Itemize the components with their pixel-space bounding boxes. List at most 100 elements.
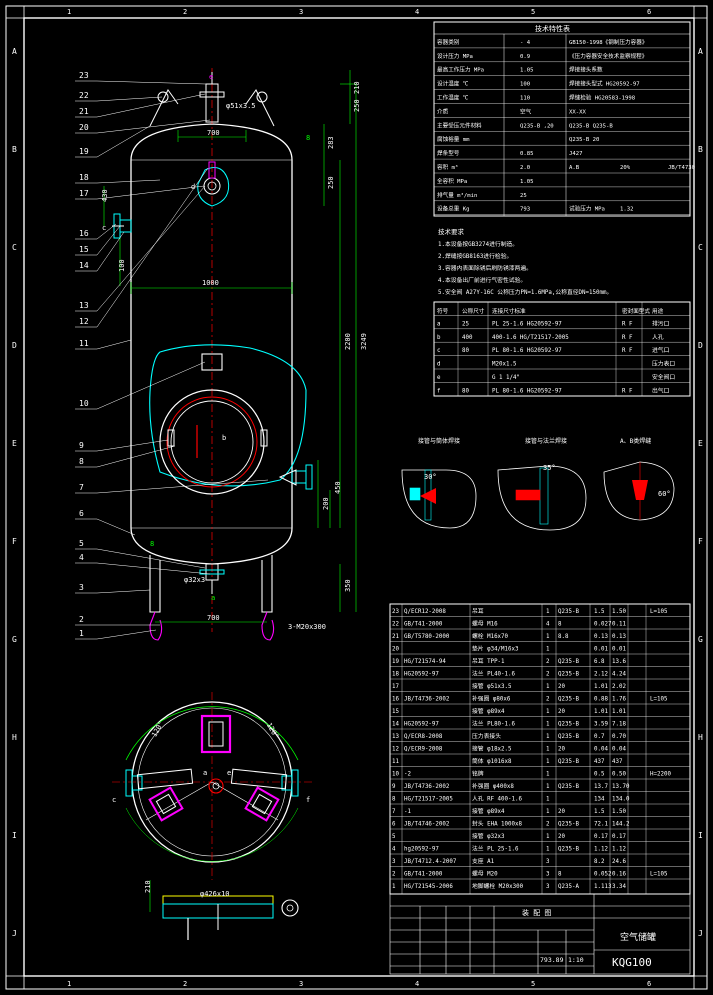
nozzle-header: 连接尺寸标准 [492, 307, 526, 315]
frame-row-F: F [12, 537, 17, 546]
svg-text:22: 22 [79, 91, 89, 100]
frame-row-D: D [12, 341, 17, 350]
leader-17: 17 [75, 185, 205, 200]
svg-text:9: 9 [79, 441, 84, 450]
parts-cell: 地脚螺栓 M20x300 [472, 882, 524, 890]
tech-note: 3.容器内表面除锈后刷防锈漆两遍。 [438, 264, 532, 272]
svg-text:21: 21 [79, 107, 89, 116]
tech-note: 2.焊缝按GB8163进行检验。 [438, 252, 512, 260]
parts-cell: 接管 φ89x4 [472, 807, 505, 815]
parts-cell: 0.5 [594, 772, 605, 778]
tech-cell: Q235-B 20 [569, 137, 599, 143]
parts-cell: 0.04 [612, 747, 626, 753]
parts-cell: 3.34 [612, 884, 626, 890]
parts-cell: 法兰 PL40-1.6 [472, 670, 516, 678]
parts-cell: 0.17 [594, 834, 608, 840]
parts-cell: 接管 φ89x4 [472, 707, 505, 715]
nozzle-cell: 80 [462, 388, 469, 394]
svg-text:2: 2 [79, 615, 84, 624]
parts-cell: 1.113 [594, 884, 612, 890]
top-dim-210: 210 [144, 880, 152, 893]
frame-column-bottom-3: 3 [299, 980, 303, 988]
leader-5: 5 [75, 539, 206, 569]
weld-callout-bottom: 8 [150, 540, 154, 548]
parts-cell: 1 [546, 784, 550, 790]
svg-text:3: 3 [79, 583, 84, 592]
parts-cell: Q235-B [558, 822, 579, 828]
frame-row-right-F: F [698, 537, 703, 546]
parts-cell: -1 [404, 809, 411, 815]
tech-cell: 工作温度 ℃ [437, 94, 469, 102]
parts-cell: Q235-B [558, 659, 579, 665]
svg-text:23: 23 [79, 71, 89, 80]
nozzle-cell: 80 [462, 348, 469, 354]
parts-cell: 0.13 [594, 634, 608, 640]
top-dim-pipe: φ426x10 [200, 890, 230, 898]
drawing-code: KQG100 [612, 956, 652, 969]
parts-cell: 16 [392, 697, 399, 703]
nozzle-cell: R F [622, 348, 633, 354]
parts-cell: GB/T41-2000 [404, 622, 443, 628]
tech-note: 5.安全阀 A27Y-16C 公称压力PN=1.6MPa,公称直径DN=150m… [438, 288, 612, 296]
tech-cell: Q235-B Q235-B [569, 123, 613, 129]
tech-cell: 设计压力 MPa [437, 52, 473, 60]
svg-text:10: 10 [79, 399, 89, 408]
frame-column-bottom-5: 5 [531, 980, 535, 988]
parts-cell: 吊耳 [472, 608, 484, 615]
frame-column-5: 5 [531, 8, 535, 16]
parts-cell: 补强圈 φ400x8 [472, 782, 514, 790]
support-span-label: 700 [207, 614, 220, 622]
parts-cell: 2.12 [594, 672, 608, 678]
parts-cell: 6.8 [594, 659, 605, 665]
parts-cell: 20 [558, 747, 565, 753]
scale: 1:10 [568, 956, 584, 964]
tech-cell: 排气量 m³/min [437, 191, 477, 199]
parts-cell: 0.16 [612, 872, 626, 878]
svg-text:12: 12 [79, 317, 89, 326]
parts-cell: 5 [392, 834, 396, 840]
parts-cell: 螺母 M16 [472, 620, 498, 628]
top-label-c: c [112, 796, 116, 804]
product-name: 空气储罐 [620, 931, 656, 943]
svg-text:14: 14 [79, 261, 89, 270]
frame-column-bottom-4: 4 [415, 980, 419, 988]
parts-cell: GB/T5780-2000 [404, 634, 450, 640]
nozzle-cell: 400 [462, 335, 473, 341]
tech-cell: 容积 m³ [437, 163, 458, 171]
nozzle-header: 公称尺寸 [462, 307, 485, 315]
nozzle-cell: PL 80-1.6 HG20592-97 [492, 348, 562, 354]
parts-cell: 2 [392, 872, 396, 878]
parts-cell: Q235-B [558, 847, 579, 853]
parts-cell: 1 [546, 734, 550, 740]
frame-row-B: B [12, 145, 17, 154]
parts-extra: L=105 [650, 697, 668, 703]
parts-cell: 134 [594, 797, 605, 803]
tech-cell: J427 [569, 151, 582, 157]
vessel-shell [130, 123, 293, 565]
nozzle-cell: c [437, 348, 441, 354]
frame-row-right-D: D [698, 341, 703, 350]
frame-row-G: G [12, 635, 17, 644]
parts-cell: 0.052 [594, 872, 611, 878]
frame-row-J: J [12, 929, 17, 938]
dim-430: 430 [101, 189, 109, 202]
tech-cell: JB/T4730 [668, 165, 695, 171]
tech-cell: 试验压力 MPa [569, 205, 605, 213]
parts-cell: 1.12 [594, 847, 608, 853]
parts-cell: 20 [558, 809, 565, 815]
tech-cell: 100 [520, 82, 530, 88]
parts-cell: 1.5 [594, 809, 605, 815]
top-label-f: f [306, 796, 310, 804]
parts-cell: 72.1 [594, 822, 608, 828]
nozzle-cell: PL 80-1.6 HG20592-97 [492, 388, 562, 394]
title-block [389, 893, 691, 975]
parts-cell: 支座 A1 [472, 857, 495, 865]
nozzle-b-label: b [222, 434, 226, 442]
parts-cell: 20 [558, 684, 565, 690]
tech-cell: 全容积 MPa [437, 177, 467, 185]
tech-cell: 容器类别 [437, 38, 460, 46]
nozzle-cell: M20x1.5 [492, 362, 517, 368]
parts-cell: 6 [392, 822, 396, 828]
parts-cell: HG/T21545-2006 [404, 884, 453, 890]
